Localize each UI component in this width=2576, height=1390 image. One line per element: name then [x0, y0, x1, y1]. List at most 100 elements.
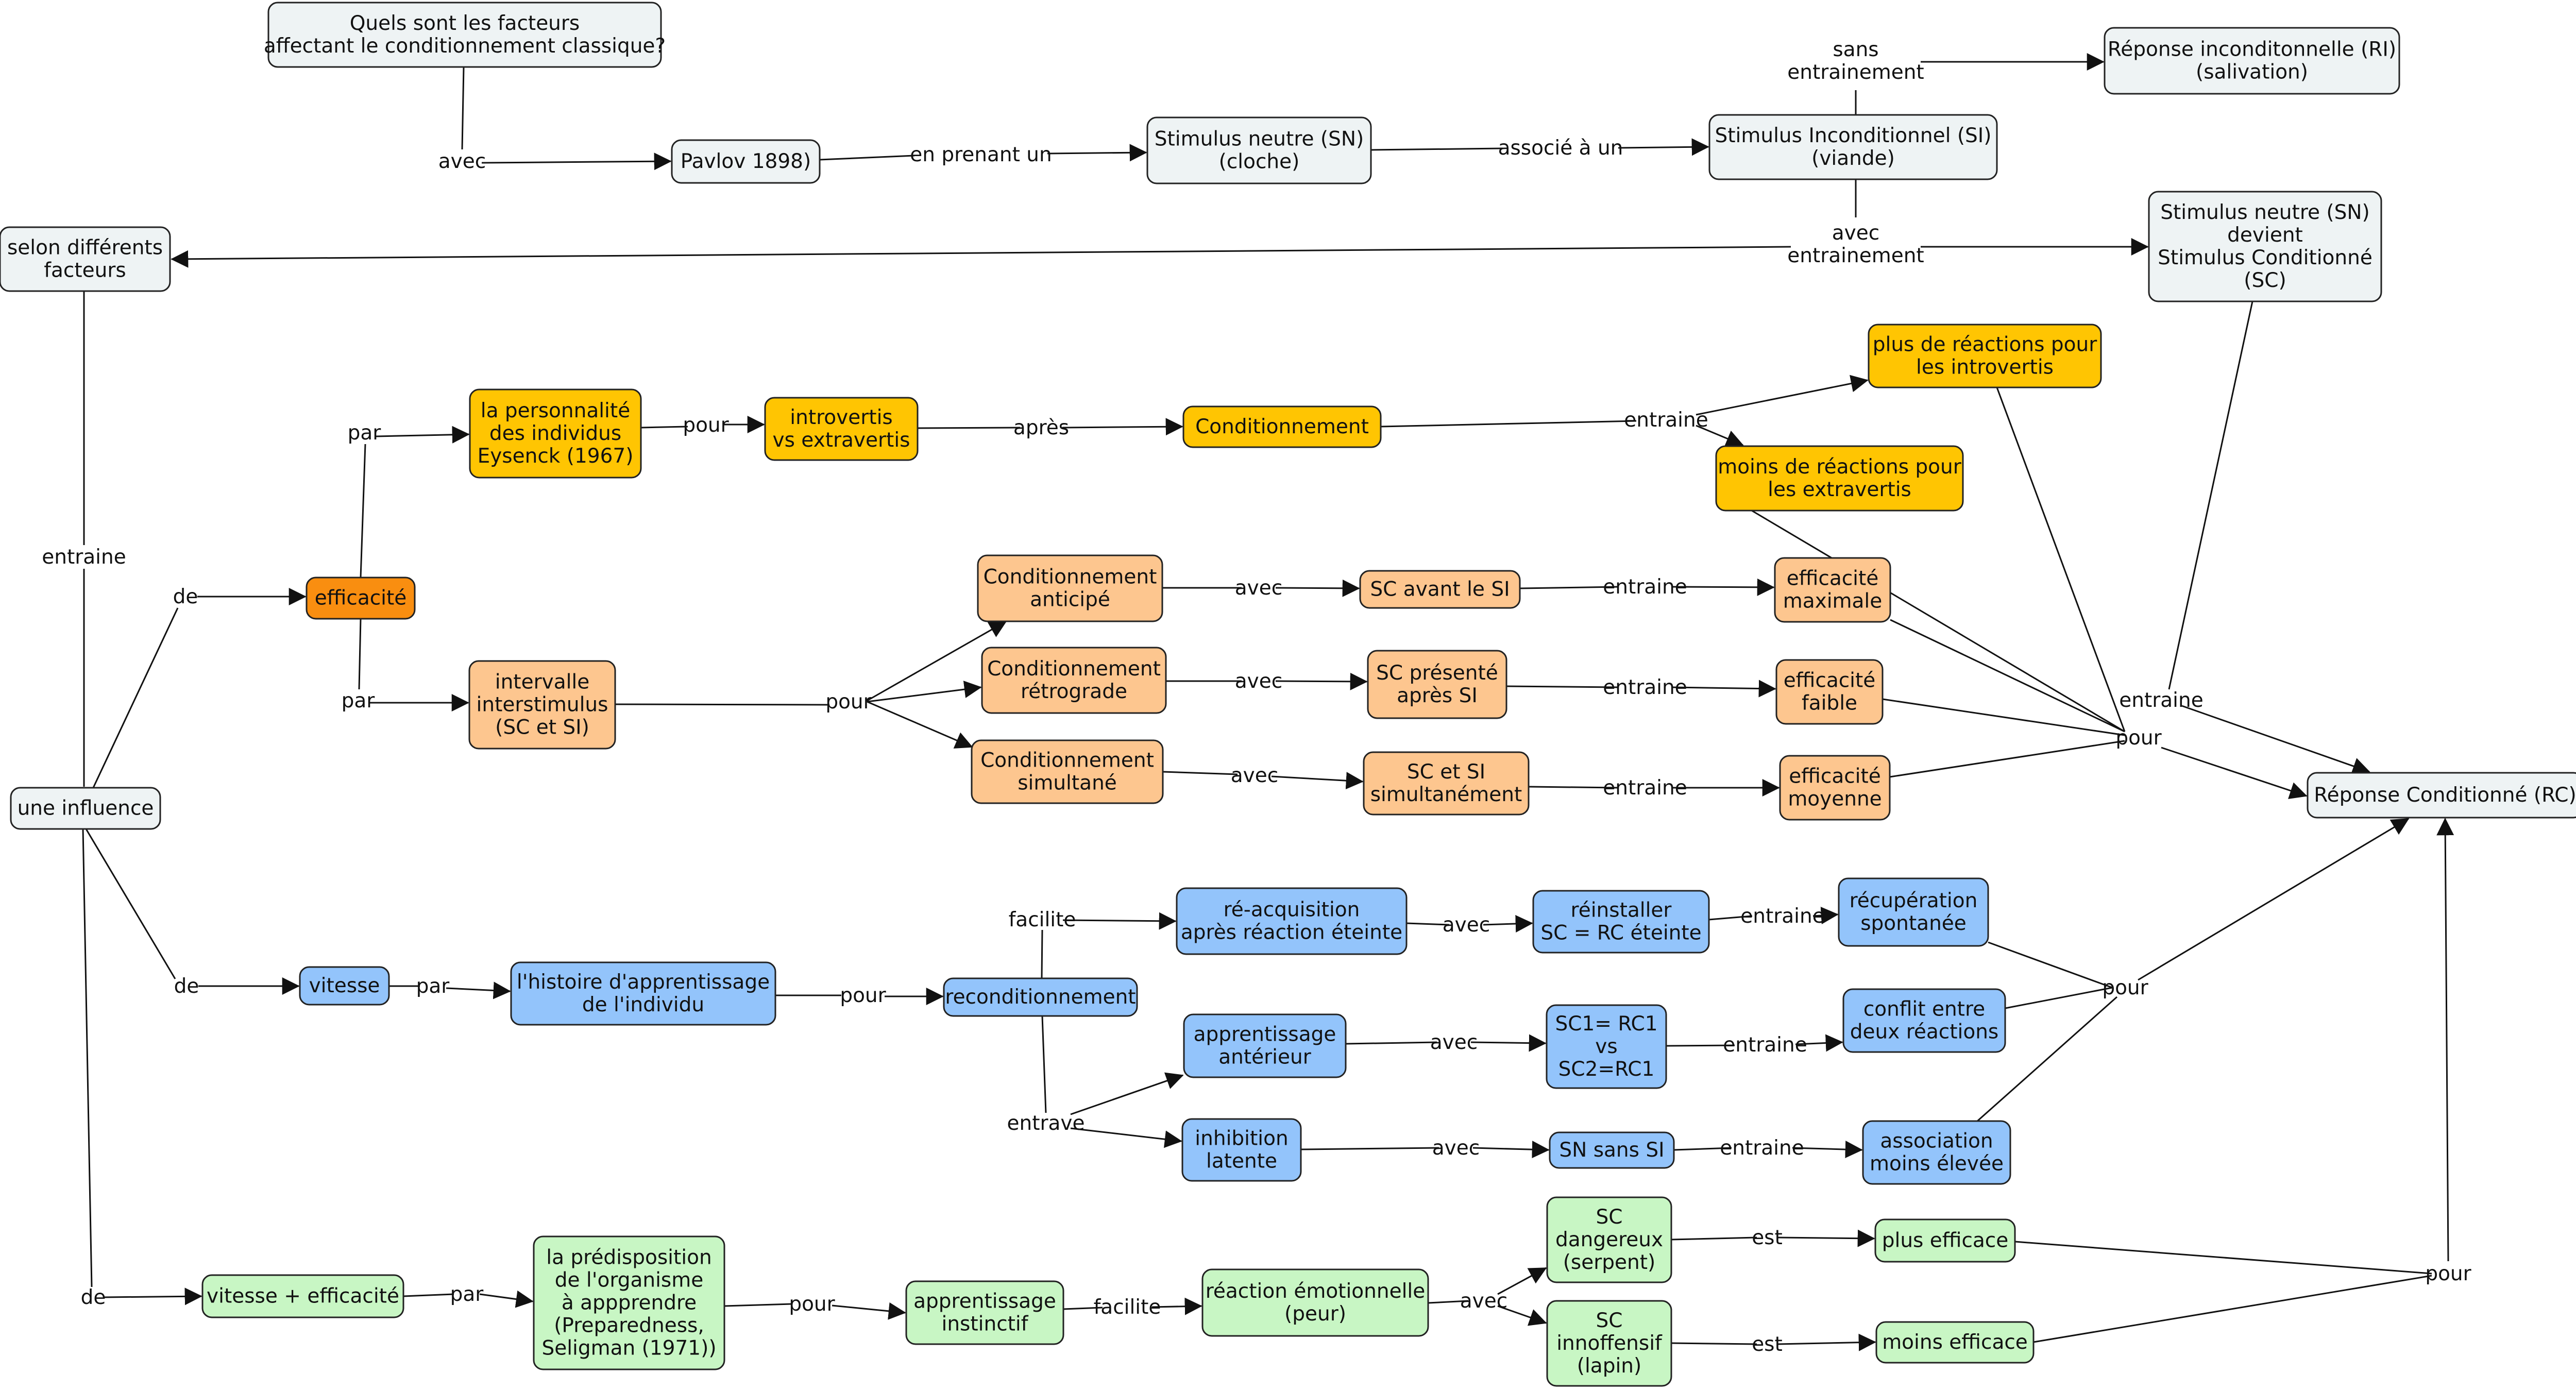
node-box	[1546, 1196, 1672, 1283]
connector-line	[1618, 138, 1709, 156]
link-label-associe: associé à un	[1498, 137, 1623, 160]
connector-line	[2014, 1241, 2432, 1275]
node-box	[1838, 877, 1989, 947]
node-reaction-emo[interactable]: réaction émotionnelle(peur)	[1201, 1268, 1429, 1337]
node-box	[1715, 445, 1964, 512]
connector-line	[1345, 1041, 1437, 1045]
node-pavlov[interactable]: Pavlov 1898)	[671, 139, 821, 184]
connector-line	[640, 426, 688, 429]
connector-line	[2168, 301, 2253, 690]
node-label: spontanée	[1860, 912, 1967, 935]
node-label: Eysenck (1967)	[478, 445, 634, 468]
node-label: les extravertis	[1768, 478, 1911, 501]
link-label-apres: après	[1013, 416, 1069, 439]
node-label: moins élevée	[1870, 1152, 2004, 1176]
link-label-par-ve: par	[450, 1283, 484, 1306]
link-label-facilite-rec: facilite	[1009, 908, 1076, 931]
node-box	[1775, 659, 1884, 725]
node-moins-eff[interactable]: moins efficace	[1875, 1321, 2035, 1364]
node-efficacite[interactable]: efficacité	[306, 577, 416, 620]
node-box	[943, 977, 1138, 1017]
node-box	[905, 1280, 1064, 1345]
node-sn-sans-si[interactable]: SN sans SI	[1549, 1131, 1675, 1169]
node-label: introvertis	[790, 406, 892, 429]
connector-line	[867, 681, 982, 703]
node-rc[interactable]: Réponse Conditionné (RC)	[2307, 772, 2576, 819]
node-plus-eff[interactable]: plus efficace	[1874, 1218, 2016, 1263]
connector-line	[2181, 705, 2370, 775]
node-label: (peur)	[1284, 1302, 1346, 1326]
node-si[interactable]: Stimulus Inconditionnel (SI)(viande)	[1708, 114, 1998, 180]
node-label: SC	[1596, 1206, 1623, 1229]
node-sn[interactable]: Stimulus neutre (SN)(cloche)	[1146, 116, 1372, 184]
connector-line	[1041, 1015, 1047, 1113]
node-label: efficacité	[1784, 669, 1876, 692]
connector-line	[360, 444, 366, 578]
link-label-pour-int: pour	[825, 690, 872, 714]
node-label: Conditionnement	[1195, 415, 1369, 438]
node-recond[interactable]: reconditionnement	[943, 977, 1138, 1017]
connector-line	[2138, 818, 2410, 981]
node-label: SN sans SI	[1559, 1139, 1664, 1162]
node-label: (lapin)	[1577, 1354, 1641, 1378]
connector-line	[403, 1293, 454, 1297]
connector-line	[1497, 1305, 1547, 1326]
connector-line	[615, 703, 830, 706]
node-label: Stimulus Conditionné	[2158, 246, 2372, 269]
node-conditionnement[interactable]: Conditionnement	[1182, 405, 1382, 448]
node-label: SC présenté	[1376, 662, 1498, 685]
node-label: Quels sont les facteurs	[350, 12, 580, 35]
connector-line	[2005, 987, 2113, 1009]
connector-line	[479, 1290, 534, 1308]
connector-line	[446, 981, 511, 999]
node-label: vs extravertis	[773, 429, 910, 452]
node-label: (SC et SI)	[495, 716, 589, 739]
connector-line	[1671, 1342, 1757, 1345]
node-vit-eff[interactable]: vitesse + efficacité	[201, 1274, 404, 1318]
node-sc-avant[interactable]: SC avant le SI	[1359, 570, 1521, 609]
link-label-avec-retro: avec	[1235, 670, 1282, 693]
node-vitesse[interactable]: vitesse	[299, 966, 390, 1006]
connector-line	[1300, 1147, 1439, 1150]
node-influence[interactable]: une influence	[10, 787, 161, 830]
node-box	[1862, 1120, 2011, 1185]
connector-line	[1406, 922, 1450, 926]
connector-line	[1275, 672, 1368, 690]
link-label-de-eff: de	[173, 585, 198, 608]
node-label: reconditionnement	[945, 986, 1136, 1009]
node-box	[1532, 890, 1710, 954]
node-box	[1842, 988, 2006, 1053]
node-label: Conditionnement	[980, 749, 1154, 772]
node-ri[interactable]: Réponse inconditonnelle (RI)(salivation)	[2104, 27, 2400, 95]
connector-line	[171, 246, 1791, 268]
